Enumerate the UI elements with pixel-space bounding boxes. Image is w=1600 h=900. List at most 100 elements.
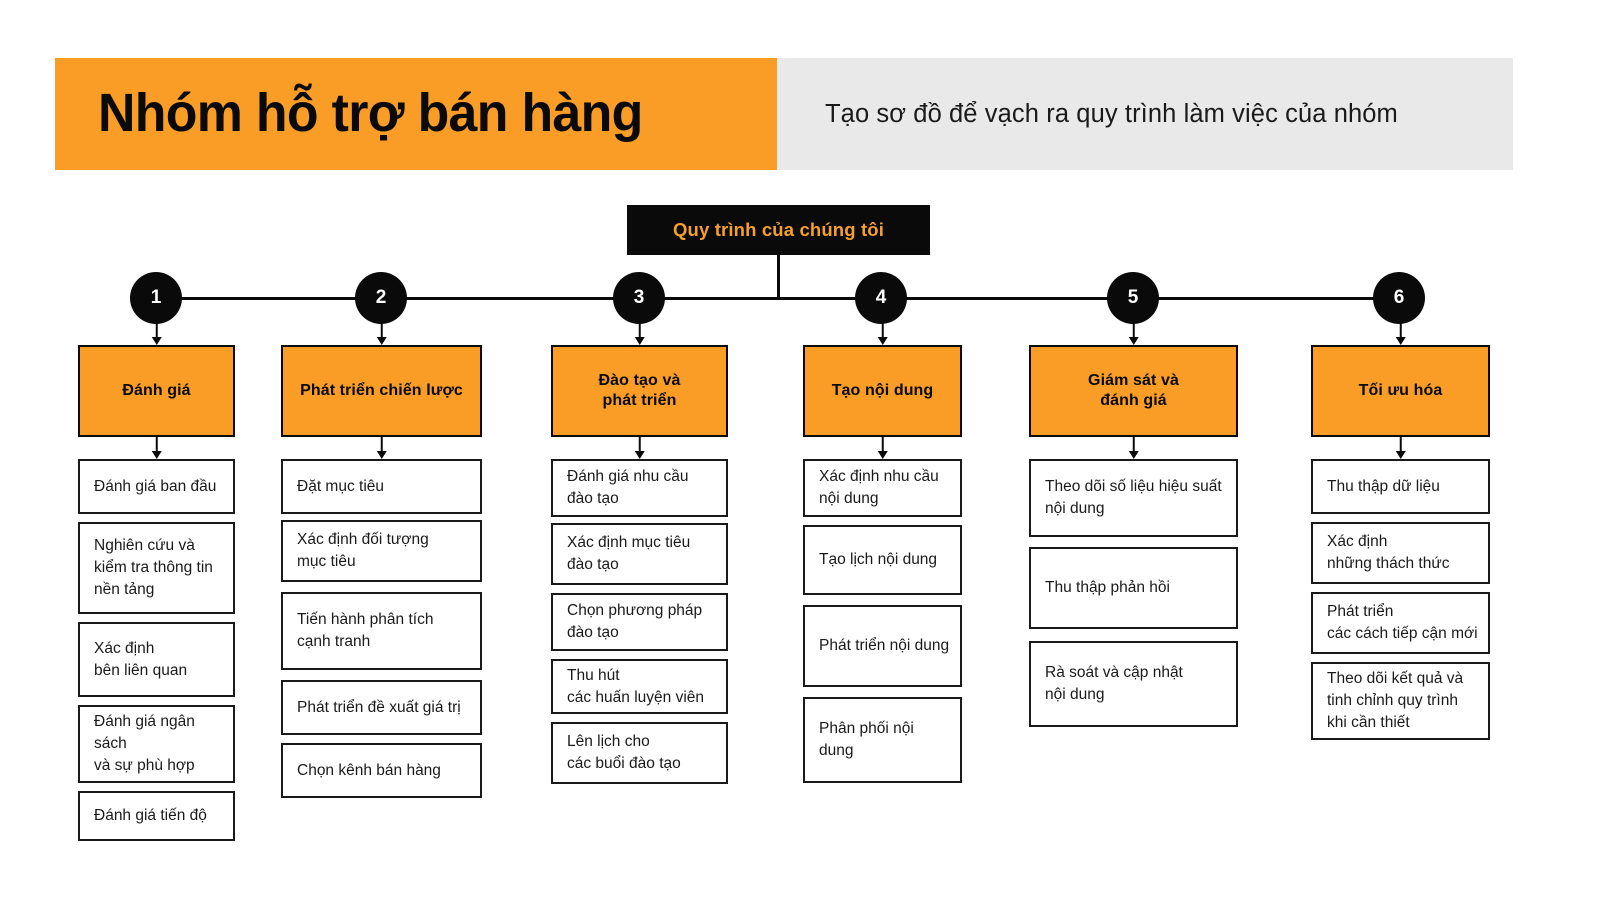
category-label: Đánh giá <box>122 381 191 399</box>
category-box-2[interactable]: Phát triển chiến lược <box>281 345 482 437</box>
step-box[interactable]: Đặt mục tiêu <box>281 459 482 514</box>
step-label: Phát triển đề xuất giá trị <box>297 698 461 716</box>
step-number-label: 6 <box>1393 287 1405 308</box>
header-banner: Nhóm hỗ trợ bán hàng Tạo sơ đồ để vạch r… <box>55 58 1513 170</box>
subtitle-block: Tạo sơ đồ để vạch ra quy trình làm việc … <box>777 58 1513 170</box>
step-box[interactable]: Đánh giá ban đầu <box>78 459 235 514</box>
step-box[interactable]: Phát triển đề xuất giá trị <box>281 680 482 735</box>
step-number-circle-2: 2 <box>355 272 407 324</box>
horizontal-connector-line <box>156 297 1401 300</box>
step-box[interactable]: Phân phối nội dung <box>803 697 962 783</box>
step-box[interactable]: Thu thập phản hồi <box>1029 547 1238 629</box>
root-connector-stem <box>777 255 780 299</box>
arrow-down-icon <box>803 323 962 345</box>
step-number-label: 3 <box>633 287 645 308</box>
title-block: Nhóm hỗ trợ bán hàng <box>55 58 777 170</box>
step-number-circle-5: 5 <box>1107 272 1159 324</box>
step-box[interactable]: Đánh giá tiến độ <box>78 791 235 841</box>
step-box[interactable]: Phát triển nội dung <box>803 605 962 687</box>
arrow-down-icon <box>1029 323 1238 345</box>
root-node-label: Quy trình của chúng tôi <box>672 219 885 240</box>
arrow-down-icon <box>281 437 482 459</box>
step-number-label: 2 <box>375 287 387 308</box>
page-title: Nhóm hỗ trợ bán hàng <box>98 83 643 144</box>
page-subtitle: Tạo sơ đồ để vạch ra quy trình làm việc … <box>825 99 1398 128</box>
step-label: Phân phối nội dung <box>819 720 914 759</box>
arrow-down-icon <box>1311 323 1490 345</box>
arrow-down-icon <box>281 323 482 345</box>
root-node: Quy trình của chúng tôi <box>627 205 930 255</box>
category-label: Tối ưu hóa <box>1358 381 1443 399</box>
step-label: Tạo lịch nội dung <box>819 551 938 568</box>
step-box[interactable]: Chọn kênh bán hàng <box>281 743 482 798</box>
category-box-6[interactable]: Tối ưu hóa <box>1311 345 1490 437</box>
arrow-down-icon <box>1311 437 1490 459</box>
arrow-down-icon <box>803 437 962 459</box>
category-box-4[interactable]: Tạo nội dung <box>803 345 962 437</box>
step-number-circle-3: 3 <box>613 272 665 324</box>
step-label: Phát triển nội dung <box>819 637 950 654</box>
step-number-label: 5 <box>1127 287 1139 308</box>
arrow-down-icon <box>551 323 728 345</box>
step-box[interactable]: Tạo lịch nội dung <box>803 525 962 595</box>
step-number-label: 1 <box>150 287 162 308</box>
arrow-down-icon <box>551 437 728 459</box>
arrow-down-icon <box>1029 437 1238 459</box>
step-label: Đánh giá ban đầu <box>94 477 217 495</box>
step-number-label: 4 <box>875 287 887 308</box>
step-number-circle-6: 6 <box>1373 272 1425 324</box>
step-box[interactable]: Thu thập dữ liệu <box>1311 459 1490 514</box>
step-label: Đặt mục tiêu <box>297 477 385 495</box>
arrow-down-icon <box>78 323 235 345</box>
category-label: Tạo nội dung <box>831 381 934 399</box>
category-box-1[interactable]: Đánh giá <box>78 345 235 437</box>
step-label: Chọn kênh bán hàng <box>297 761 441 779</box>
step-label: Thu thập phản hồi <box>1045 579 1170 596</box>
step-number-circle-4: 4 <box>855 272 907 324</box>
step-label: Thu thập dữ liệu <box>1327 477 1440 495</box>
